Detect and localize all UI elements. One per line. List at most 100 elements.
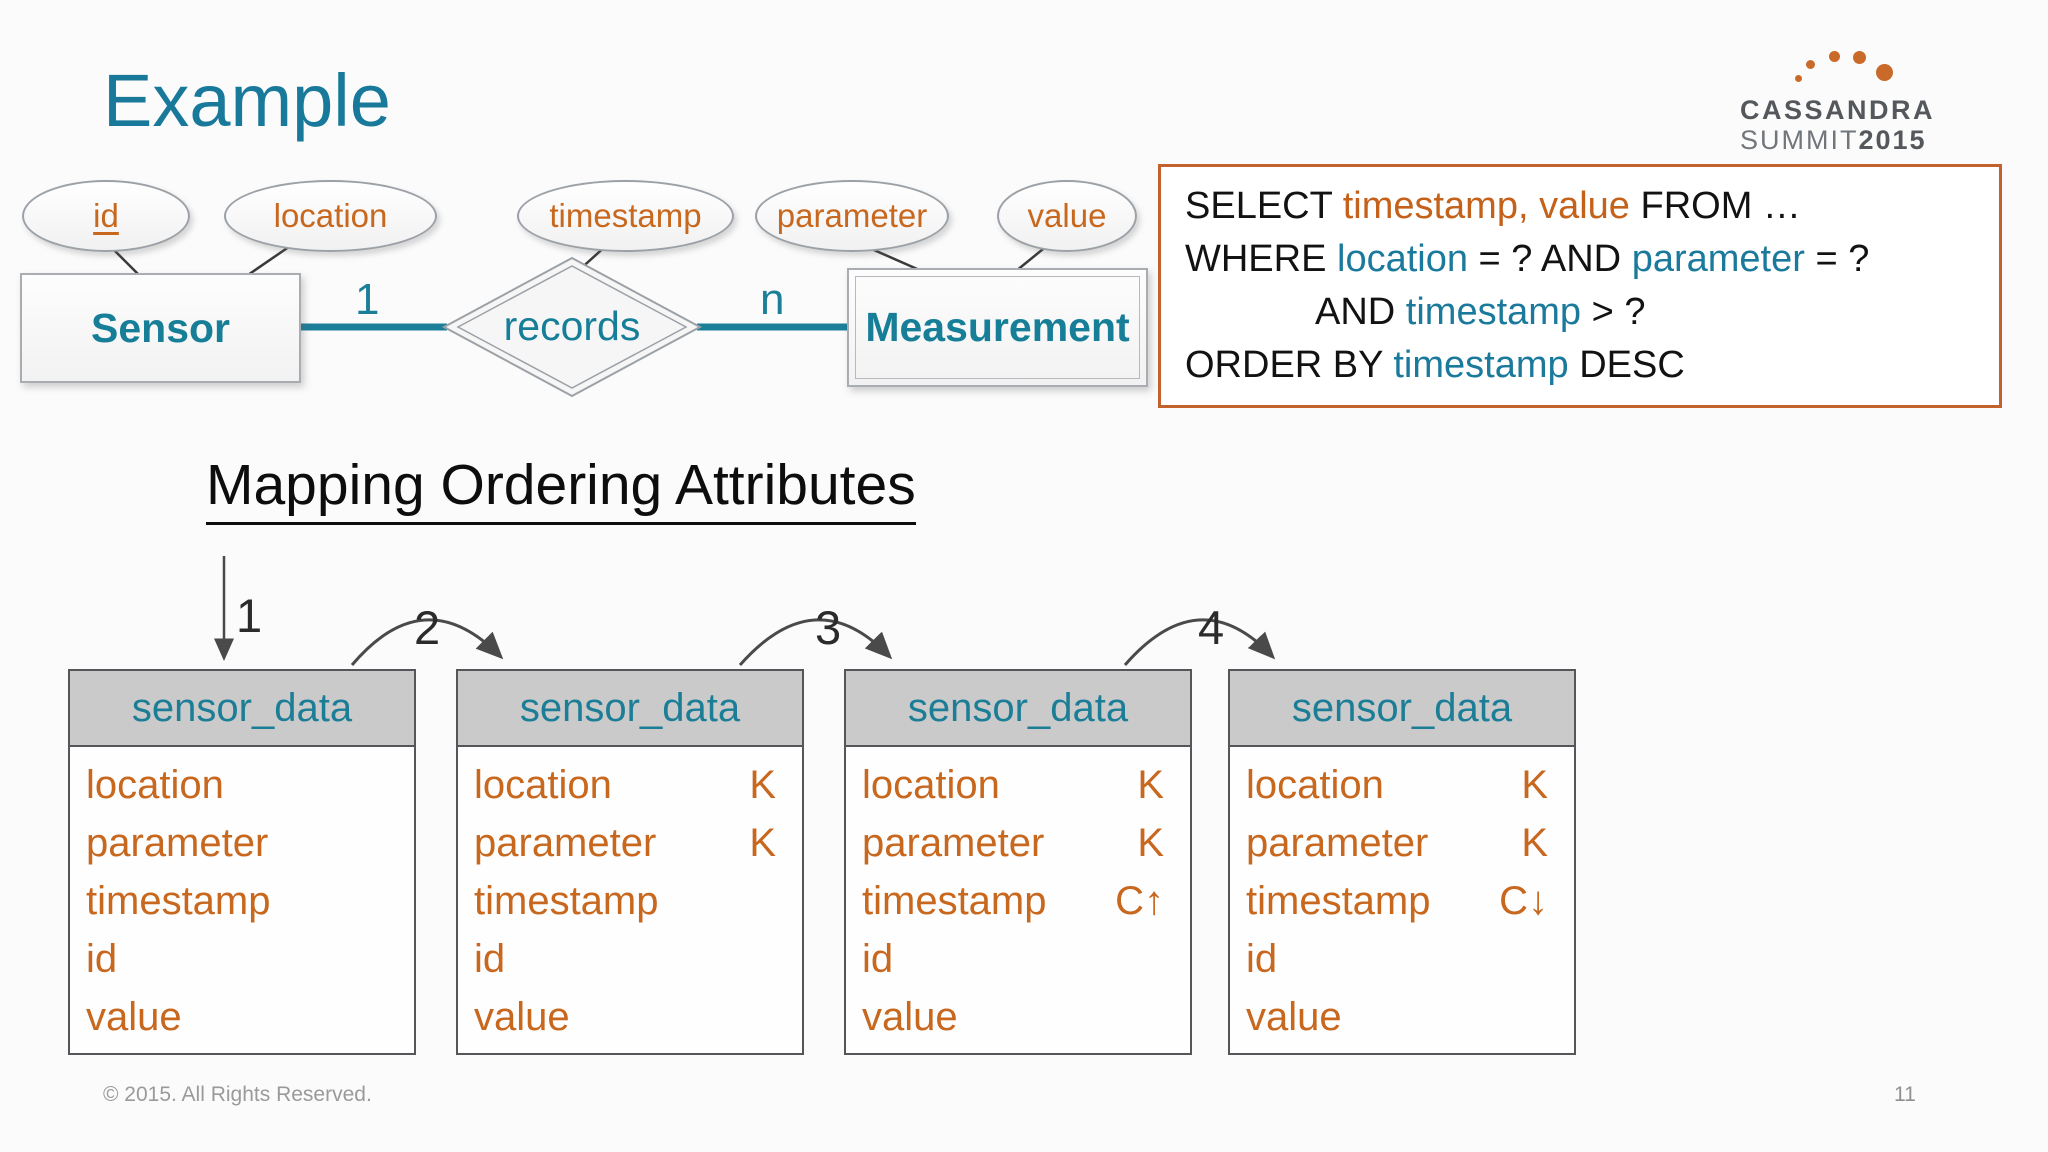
cardinality-one-label: 1 xyxy=(355,275,380,324)
schema-table-body: location parameter timestamp id value xyxy=(70,747,414,1046)
key-annotation: K xyxy=(749,821,776,865)
logo-dot-icon xyxy=(1853,51,1866,64)
logo-dot-icon xyxy=(1806,60,1815,69)
column-name: value xyxy=(1246,995,1342,1039)
query-line-4: ORDER BY timestamp DESC xyxy=(1185,339,1999,392)
key-annotation: K xyxy=(1521,763,1548,807)
table-row: location xyxy=(70,756,414,814)
query-keyword: WHERE xyxy=(1185,238,1337,280)
attribute-ellipse-parameter: parameter xyxy=(755,180,949,252)
query-column-timestamp: timestamp xyxy=(1393,344,1569,386)
attribute-ellipse-location: location xyxy=(224,180,437,252)
query-keyword: FROM … xyxy=(1629,185,1801,227)
attribute-ellipse-id: id xyxy=(22,180,190,252)
column-name: id xyxy=(86,937,118,981)
query-column-location: location xyxy=(1337,238,1468,280)
entity-sensor-label: Sensor xyxy=(91,304,230,351)
page-number: 11 xyxy=(1894,1083,1916,1106)
query-keyword: DESC xyxy=(1568,344,1685,386)
column-name: value xyxy=(86,995,182,1039)
query-keyword: SELECT xyxy=(1185,185,1343,227)
step-arrow-3 xyxy=(738,618,893,666)
column-name: timestamp xyxy=(86,879,271,923)
schema-table-title: sensor_data xyxy=(1230,671,1574,747)
key-annotation: C↓ xyxy=(1499,879,1548,923)
column-name: value xyxy=(474,995,570,1039)
query-keyword: > ? xyxy=(1581,291,1646,333)
copyright-footer: © 2015. All Rights Reserved. xyxy=(103,1083,372,1106)
query-keyword: AND xyxy=(1315,291,1406,333)
attribute-label-value: value xyxy=(1027,197,1107,234)
query-column-timestamp: timestamp xyxy=(1405,291,1582,333)
step-number-4: 4 xyxy=(1198,601,1225,654)
step-number-2: 2 xyxy=(414,601,441,654)
table-row: id xyxy=(846,930,1190,988)
table-row: timestamp C↓ xyxy=(1230,872,1574,930)
table-row: parameter xyxy=(70,814,414,872)
column-name: id xyxy=(1246,937,1278,981)
key-annotation: K xyxy=(1137,821,1164,865)
table-row: location K xyxy=(458,756,802,814)
attribute-label-id: id xyxy=(93,197,119,234)
column-name: location xyxy=(474,763,612,807)
table-row: timestamp xyxy=(458,872,802,930)
entity-sensor: Sensor xyxy=(20,273,301,383)
schema-table-title: sensor_data xyxy=(458,671,802,747)
attribute-label-location: location xyxy=(273,197,388,234)
table-row: location K xyxy=(846,756,1190,814)
schema-table-title: sensor_data xyxy=(70,671,414,747)
key-annotation: K xyxy=(749,763,776,807)
query-column-parameter: parameter xyxy=(1631,238,1805,280)
column-name: parameter xyxy=(1246,821,1429,865)
table-row: id xyxy=(1230,930,1574,988)
logo-dot-icon xyxy=(1829,51,1840,62)
step-arrow-2 xyxy=(350,618,504,666)
relationship-records-label: records xyxy=(503,303,641,349)
column-name: location xyxy=(1246,763,1384,807)
key-annotation: K xyxy=(1137,763,1164,807)
table-row: value xyxy=(70,988,414,1046)
table-row: location K xyxy=(1230,756,1574,814)
cql-query-box: SELECT timestamp, value FROM … WHERE loc… xyxy=(1158,164,2002,408)
logo-summit-year: SUMMIT2015 xyxy=(1740,125,1950,156)
column-name: timestamp xyxy=(862,879,1047,923)
logo-brand-text: CASSANDRA xyxy=(1740,95,1936,125)
mapping-section-heading: Mapping Ordering Attributes xyxy=(206,452,916,525)
step-number-1: 1 xyxy=(236,589,263,642)
entity-measurement: Measurement xyxy=(847,268,1148,387)
entity-measurement-inner-border: Measurement xyxy=(855,276,1140,379)
logo-year-text: 2015 xyxy=(1858,125,1927,155)
column-name: id xyxy=(862,937,894,981)
table-row: value xyxy=(846,988,1190,1046)
table-row: value xyxy=(458,988,802,1046)
step-number-3: 3 xyxy=(815,601,842,654)
column-name: location xyxy=(862,763,1000,807)
logo-summit-text: SUMMIT xyxy=(1740,125,1859,155)
attribute-label-parameter: parameter xyxy=(776,197,928,234)
cassandra-summit-logo: CASSANDRA SUMMIT2015 xyxy=(1740,45,1952,155)
query-keyword: ORDER BY xyxy=(1185,344,1394,386)
table-row: value xyxy=(1230,988,1574,1046)
page-title: Example xyxy=(103,59,391,142)
records-diamond-inner xyxy=(456,265,688,389)
cardinality-n-label: n xyxy=(760,275,785,324)
table-row: id xyxy=(458,930,802,988)
query-keyword: = ? xyxy=(1804,238,1870,280)
query-line-2: WHERE location = ? AND parameter = ? xyxy=(1185,233,1999,286)
column-name: timestamp xyxy=(474,879,659,923)
column-name: location xyxy=(86,763,224,807)
query-line-1: SELECT timestamp, value FROM … xyxy=(1185,180,1999,233)
entity-measurement-label: Measurement xyxy=(865,304,1130,350)
table-row: id xyxy=(70,930,414,988)
table-row: timestamp xyxy=(70,872,414,930)
column-name: timestamp xyxy=(1246,879,1431,923)
